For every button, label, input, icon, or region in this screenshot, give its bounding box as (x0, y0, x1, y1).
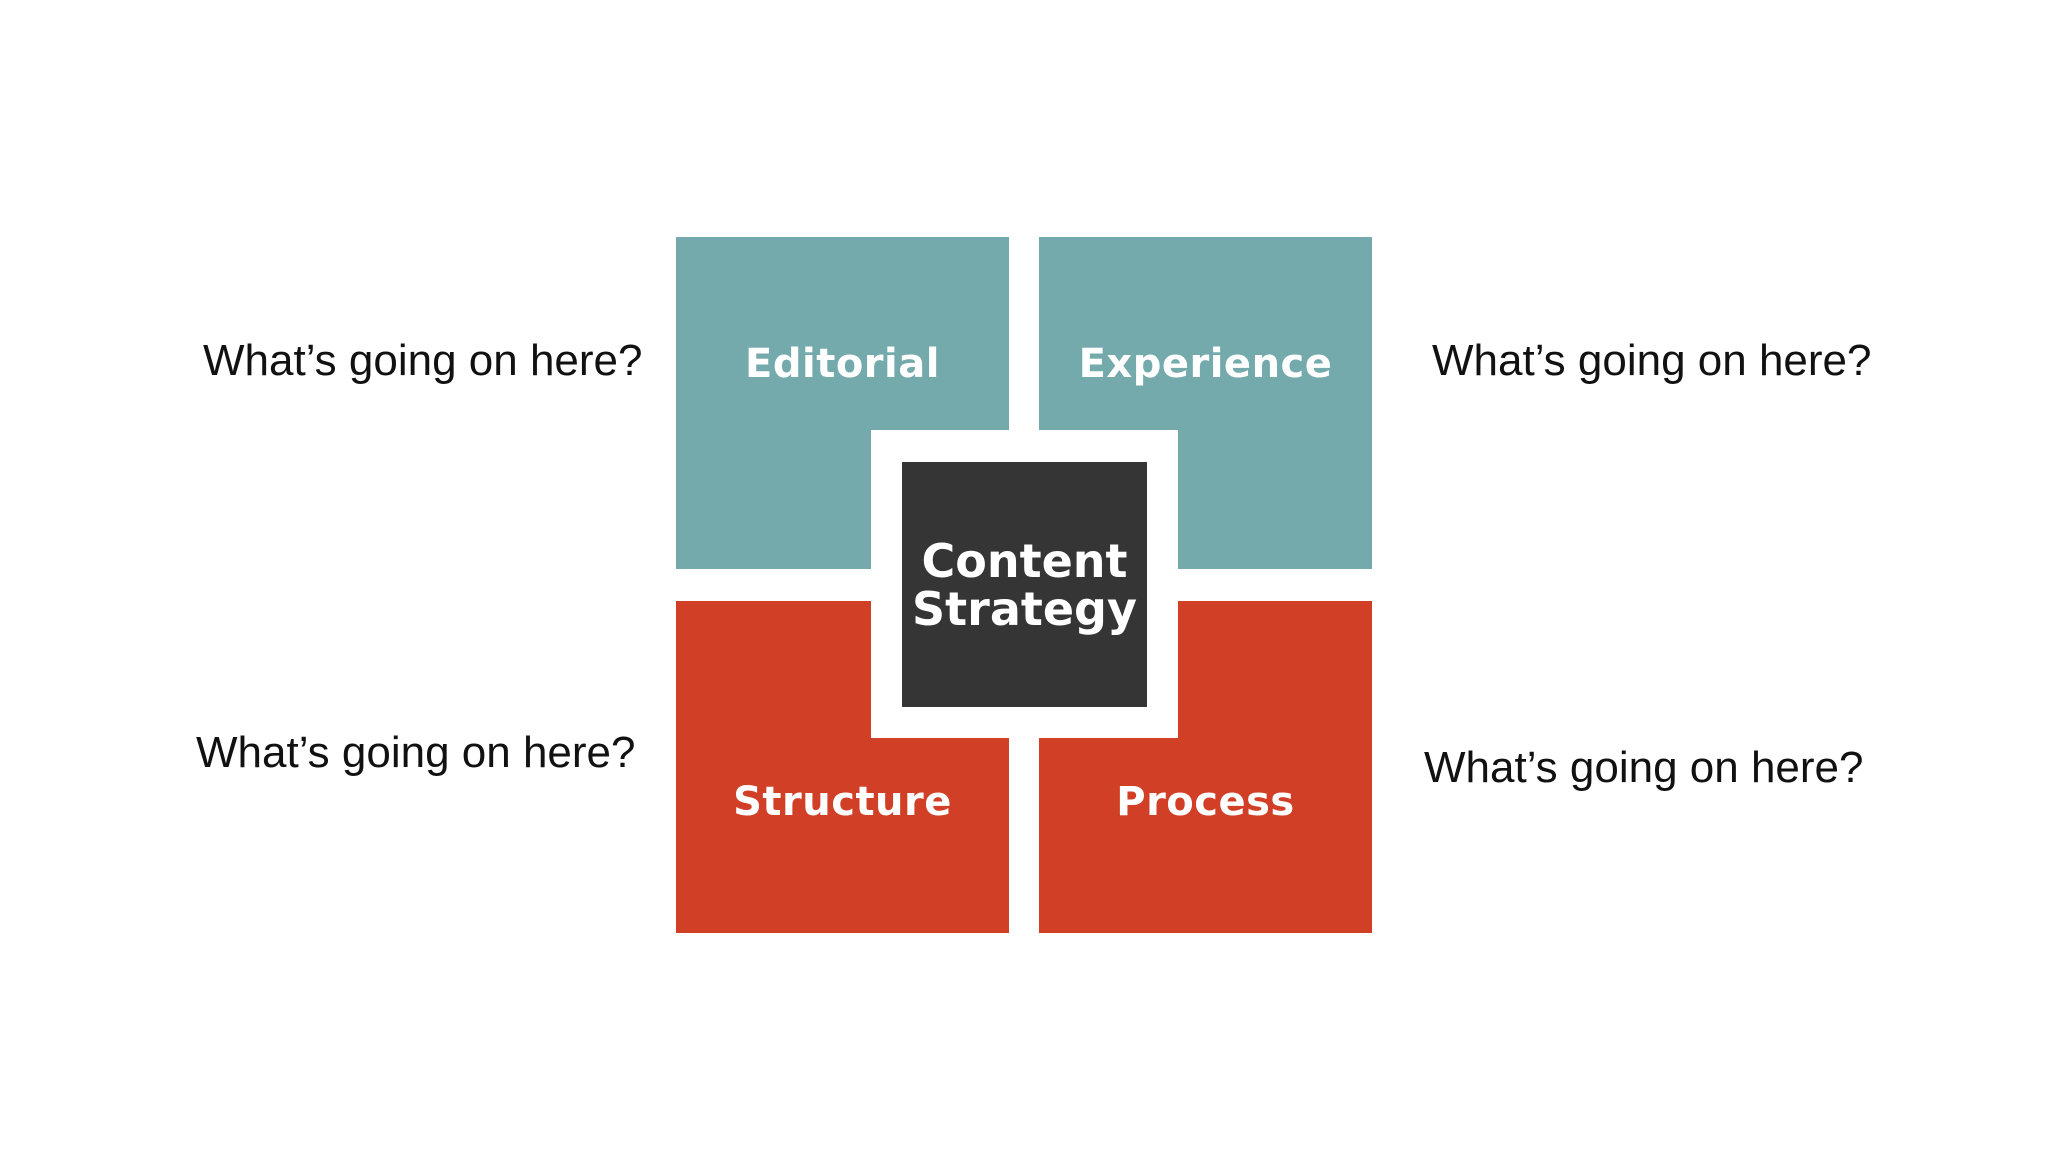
question-bottom-right: What’s going on here? (1424, 743, 1864, 792)
process-label: Process (1116, 779, 1295, 825)
question-bottom-left: What’s going on here? (196, 728, 636, 777)
experience-label: Experience (1078, 341, 1333, 387)
question-top-right: What’s going on here? (1432, 336, 1872, 385)
editorial-label: Editorial (745, 341, 940, 387)
center-label-line1: Content (921, 533, 1128, 588)
editorial-quadrant: Editorial (676, 237, 1009, 569)
question-top-left: What’s going on here? (203, 336, 643, 385)
structure-label: Structure (733, 779, 952, 825)
content-strategy-box: Content Strategy (902, 462, 1147, 707)
center-label-line2: Strategy (912, 581, 1137, 636)
structure-quadrant: Structure (676, 601, 1009, 933)
